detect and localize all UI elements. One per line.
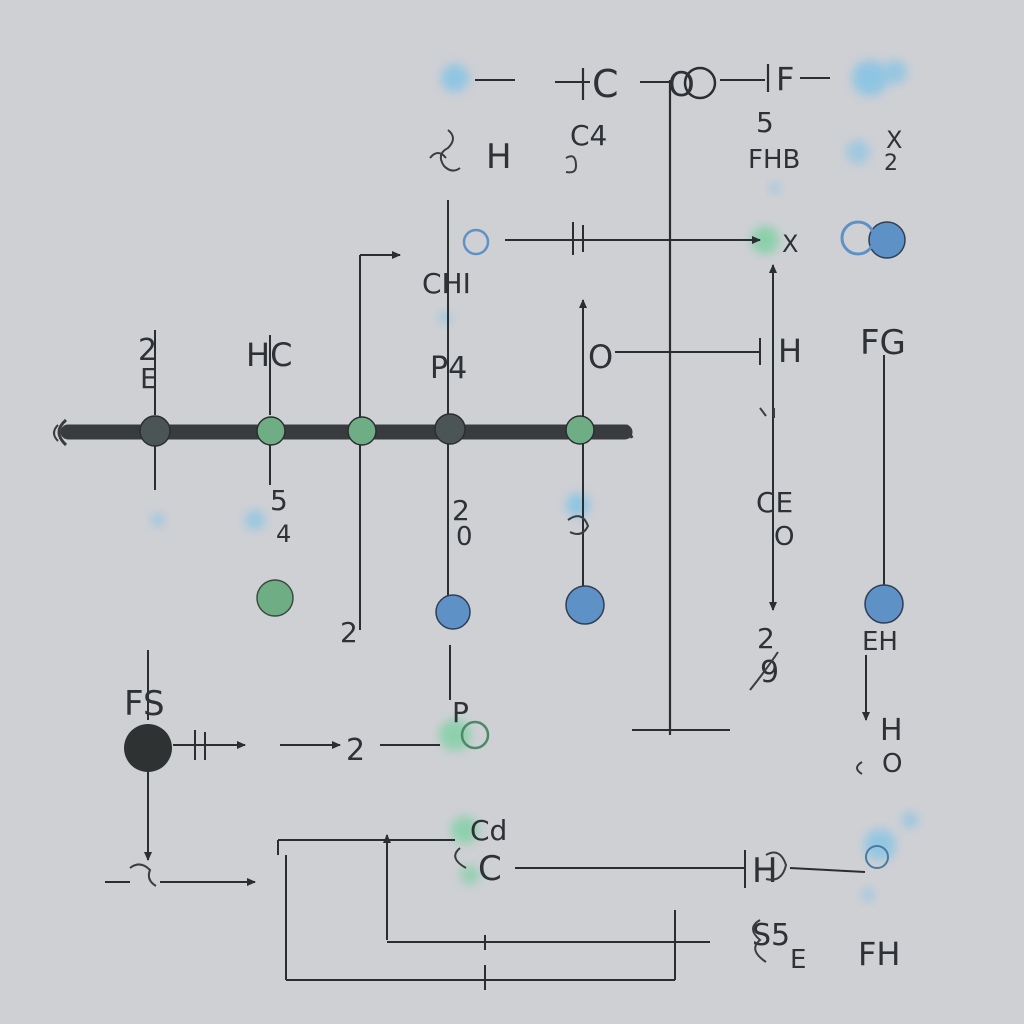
glow-blob [864, 829, 896, 861]
label: X [782, 230, 798, 258]
squiggle-icon [429, 152, 447, 159]
squiggle-icon [454, 847, 467, 869]
squiggle-icon [565, 155, 578, 174]
bus-node [347, 416, 377, 446]
squiggle-icon [765, 851, 788, 881]
label: 2 [884, 151, 898, 176]
label: O [882, 749, 902, 779]
label: 2 [346, 733, 365, 768]
label: C4 [570, 119, 607, 152]
glow-blob [883, 60, 907, 84]
label: 5 [270, 484, 288, 517]
squiggle-icon [129, 863, 157, 887]
label: 2 [340, 616, 358, 649]
glow-blob [770, 183, 780, 193]
label: O [668, 65, 695, 105]
label: O [588, 338, 613, 376]
label: E [790, 945, 806, 975]
squiggle-icon [752, 919, 767, 963]
label: H [778, 332, 802, 370]
glow-blob [846, 140, 870, 164]
label: 4 [276, 520, 291, 548]
squiggle-icon [439, 129, 461, 172]
label: FG [860, 323, 906, 363]
ring-node [865, 845, 889, 869]
label: H [880, 713, 903, 748]
label: F [776, 60, 794, 98]
label: S5 [752, 918, 790, 953]
glow-blob [245, 510, 265, 530]
wire [789, 867, 866, 873]
glow-blob [460, 865, 480, 885]
bus-node [565, 415, 595, 445]
label: Cd [470, 814, 507, 847]
label: 5 [756, 106, 774, 139]
bus-node [434, 413, 466, 445]
ring-node [683, 66, 717, 100]
ring-node [840, 220, 876, 256]
bus-end-cap [624, 424, 634, 439]
bus-node [256, 416, 286, 446]
label: 2 [757, 622, 775, 655]
label: H [486, 137, 512, 177]
label: FS [124, 684, 165, 724]
glow-blob [566, 493, 590, 517]
squiggle-icon [759, 407, 775, 418]
glow-blob [451, 816, 479, 844]
label: CE [756, 486, 793, 519]
glow-blob [852, 60, 888, 96]
labels: C O F H C4 5 FHB X 2 CHI X 2 E HC P4 O H… [124, 60, 906, 975]
label: HC [246, 336, 292, 374]
label: X [886, 126, 902, 154]
label: 2 [452, 494, 470, 527]
label: CHI [422, 267, 471, 300]
ring-node [462, 228, 490, 256]
blue-node [864, 584, 904, 624]
label: FH [858, 935, 900, 973]
glow-blob [439, 719, 471, 751]
green-node [256, 579, 294, 617]
squiggle-icon [567, 515, 590, 535]
squiggle-icon [749, 651, 779, 691]
label: P4 [430, 351, 467, 386]
glow-blob [441, 64, 469, 92]
glow-blob [439, 312, 451, 324]
label: E [140, 362, 158, 395]
label: 0 [456, 522, 473, 552]
blue-node [565, 585, 605, 625]
nodes [124, 66, 906, 869]
label: C [478, 849, 502, 889]
label: EH [862, 627, 898, 657]
label: C [592, 62, 619, 106]
blue-node [435, 594, 471, 630]
bus-node [139, 415, 171, 447]
squiggle-icon [53, 424, 59, 442]
squiggle-icon [856, 761, 863, 775]
glow-blob [862, 889, 874, 901]
glow-blobs [152, 60, 918, 901]
ring-node [460, 720, 490, 750]
label: O [774, 522, 794, 552]
black-node [124, 724, 172, 772]
blue-node [868, 221, 906, 259]
bus-end-cap [57, 418, 68, 447]
label: H [752, 851, 778, 891]
label: 9 [760, 655, 779, 690]
glow-blob [902, 812, 918, 828]
squiggle-marks [53, 129, 863, 963]
label: P [452, 696, 469, 729]
glow-blob [751, 226, 779, 254]
glow-blob [152, 514, 164, 526]
label: FHB [748, 145, 800, 175]
label: 2 [138, 333, 157, 368]
